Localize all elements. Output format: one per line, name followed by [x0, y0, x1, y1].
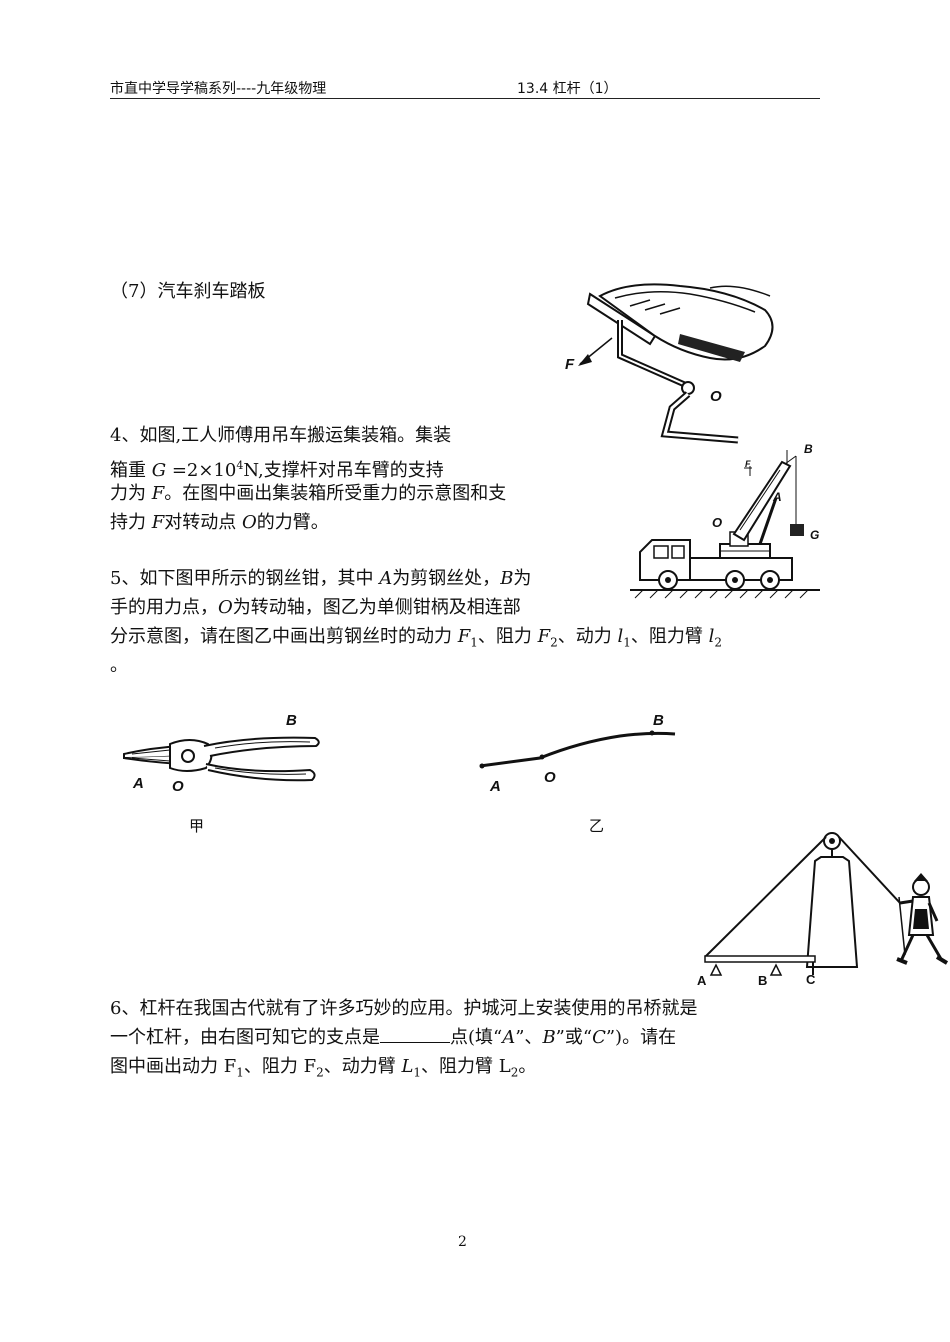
brake-label-f: F [565, 356, 575, 373]
q6-answer-blank[interactable] [380, 1024, 450, 1043]
q6-line1: 6、杠杆在我国古代就有了许多巧妙的应用。护城河上安装使用的吊桥就是 [110, 998, 698, 1019]
pliers-caption: 甲 [189, 817, 205, 835]
handle-label-b: B [653, 712, 664, 729]
handle-label-a: A [490, 778, 501, 795]
q4-line3: 力为 F。在图中画出集装箱所受重力的示意图和支 [110, 483, 507, 504]
crane-label-b: B [804, 442, 813, 456]
q6-line2: 一个杠杆，由右图可知它的支点是点(填“A”、B”或“C”)。请在 [110, 1023, 676, 1053]
q5-line1: 5、如下图甲所示的钢丝钳，其中 A为剪钢丝处，B为 [110, 568, 532, 589]
bridge-label-c: C [806, 972, 816, 987]
brake-pedal-figure [578, 283, 774, 444]
brake-label-o: O [710, 388, 722, 405]
q4-line1: 4、如图,工人师傅用吊车搬运集装箱。集装 [110, 425, 452, 446]
handle-caption: 乙 [589, 817, 605, 835]
crane-label-a: A [773, 490, 782, 504]
header-rule [110, 98, 820, 99]
crane-label-f: F [745, 459, 751, 469]
bridge-label-a: A [697, 973, 707, 988]
drawbridge-figure [704, 832, 949, 976]
q4-line4: 持力 F对转动点 O的力臂。 [110, 512, 329, 533]
crane-figure [630, 450, 820, 599]
handle-figure [479, 730, 676, 769]
q5-line3: 分示意图，请在图乙中画出剪钢丝时的动力 F1、阻力 F2、动力 l1、阻力臂 l… [110, 626, 723, 650]
pliers-label-a: A [133, 775, 144, 792]
brake-pivot [681, 381, 695, 395]
pliers-label-b: B [286, 712, 297, 729]
crane-label-g: G [810, 528, 820, 542]
crane-label-o: O [712, 515, 723, 530]
page-number: 2 [458, 1234, 467, 1250]
q7-label: （7）汽车刹车踏板 [110, 281, 266, 302]
q4-line2: 箱重 G =2×104N,支撑杆对吊车臂的支持 [110, 459, 444, 481]
pliers-label-o: O [172, 778, 184, 795]
pliers-figure [123, 736, 320, 782]
q5-line4: 。 [110, 655, 128, 676]
q5-line2: 手的用力点，O为转动轴，图乙为单侧钳柄及相连部 [110, 597, 521, 618]
handle-label-o: O [544, 769, 556, 786]
bridge-label-b: B [758, 973, 768, 988]
header-left: 市直中学导学稿系列----九年级物理 [110, 81, 327, 97]
q6-line3: 图中画出动力 F1、阻力 F2、动力臂 L1、阻力臂 L2。 [110, 1056, 537, 1080]
header-right: 13.4 杠杆（1） [517, 81, 618, 97]
